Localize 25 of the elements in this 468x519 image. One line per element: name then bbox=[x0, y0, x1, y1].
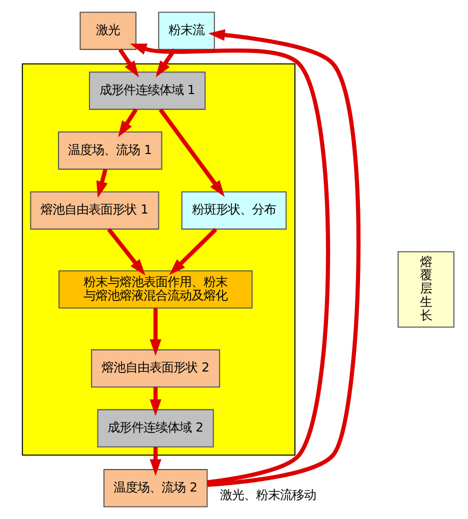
edge-label: 激光、粉末流移动 bbox=[220, 488, 316, 502]
arrow bbox=[96, 168, 108, 198]
arrow bbox=[156, 48, 176, 78]
node-box: 粉斑形状、分布 bbox=[181, 191, 287, 230]
arrow bbox=[107, 228, 146, 276]
node-box: 成形件连续体域 1 bbox=[88, 72, 206, 110]
node-box: 熔池自由表面形状 1 bbox=[30, 191, 160, 230]
arrow bbox=[118, 48, 139, 78]
arrow bbox=[130, 44, 330, 484]
node-box: 熔池自由表面形状 2 bbox=[91, 349, 220, 388]
node-box: 粉末与熔池表面作用、粉末与熔池熔液混合流动及熔化 bbox=[58, 270, 253, 309]
arrow bbox=[207, 29, 360, 487]
arrow bbox=[169, 228, 218, 276]
arrow bbox=[150, 308, 162, 356]
node-box: 温度场、流场 2 bbox=[103, 469, 208, 508]
arrow bbox=[150, 446, 162, 476]
node-box: 激光 bbox=[80, 12, 136, 50]
arrow bbox=[158, 108, 225, 197]
node-box: 熔覆层生长 bbox=[398, 251, 454, 328]
node-box: 成形件连续体域 2 bbox=[97, 409, 214, 448]
arrow bbox=[150, 387, 162, 416]
cluster bbox=[22, 63, 296, 456]
node-box: 粉末流 bbox=[158, 12, 215, 50]
arrow bbox=[118, 108, 138, 138]
node-box: 温度场、流场 1 bbox=[58, 132, 162, 170]
